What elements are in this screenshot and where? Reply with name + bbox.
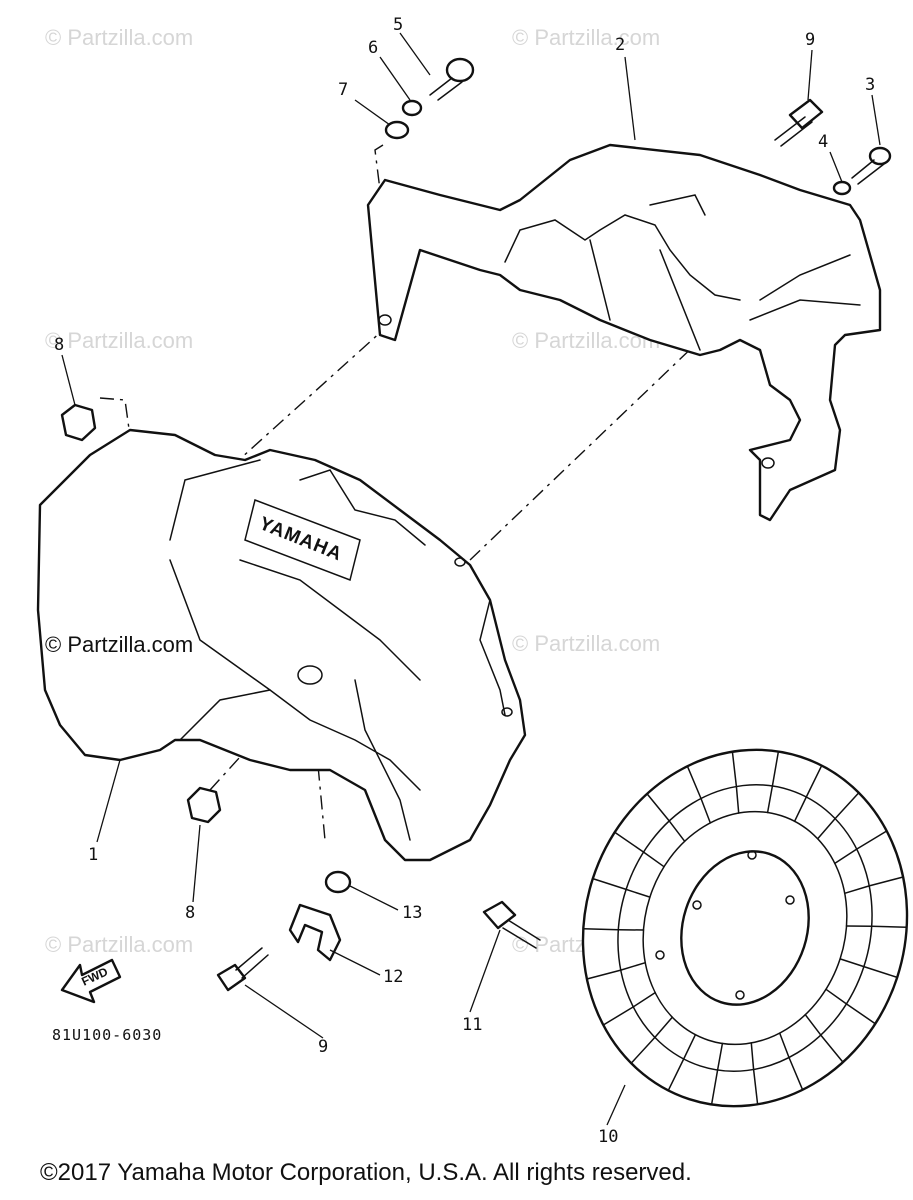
fan-rib <box>716 1042 724 1071</box>
fan-fin <box>868 876 904 887</box>
fan-rib <box>625 888 651 898</box>
fan-rib <box>750 1042 755 1071</box>
fan-rib <box>778 1032 790 1059</box>
callout-8: 8 <box>185 903 195 923</box>
nut-part-8-top <box>60 403 97 442</box>
fan-fin <box>834 792 860 820</box>
upper-shroud-part-2 <box>366 143 882 522</box>
fan-fin <box>646 793 670 822</box>
callout-12: 12 <box>383 967 403 987</box>
fan-rib <box>839 958 865 968</box>
fan-rib <box>804 1013 822 1036</box>
forward-direction-arrow: FWD <box>60 958 122 1004</box>
callout-1: 1 <box>88 845 98 865</box>
fan-fin <box>752 1068 759 1106</box>
callout-10: 10 <box>598 1127 618 1147</box>
fan-fin <box>820 1034 844 1063</box>
watermark: © Partzilla.com <box>45 25 193 50</box>
fan-rib <box>735 785 740 814</box>
fan-rib <box>654 1016 674 1039</box>
bolt-part-5 <box>429 57 475 101</box>
fan-rib <box>843 885 870 895</box>
fan-fin <box>592 877 627 891</box>
fan-rib <box>816 817 836 840</box>
callout-4: 4 <box>818 132 828 152</box>
fan-rib <box>632 991 656 1008</box>
fan-fin <box>771 750 780 787</box>
watermark-prominent: © Partzilla.com <box>45 632 193 657</box>
callout-9: 9 <box>318 1037 328 1057</box>
clamp-part-12 <box>288 903 342 962</box>
watermark: © Partzilla.com <box>512 631 660 656</box>
watermark: © Partzilla.com <box>45 328 193 353</box>
callouts: 5 6 7 2 9 3 4 8 1 8 13 12 9 11 10 <box>54 15 875 1147</box>
watermark: © Partzilla.com <box>512 25 660 50</box>
fan-fin <box>667 1058 685 1092</box>
fan-rib <box>668 820 686 843</box>
fan-fin <box>582 928 620 931</box>
callout-8: 8 <box>54 335 64 355</box>
fan-rib <box>682 1033 697 1060</box>
fan-fin <box>586 969 622 980</box>
fan-fin <box>870 925 908 928</box>
callout-2: 2 <box>615 35 625 55</box>
fan-rib <box>834 848 858 865</box>
bolt-part-11 <box>482 900 541 949</box>
fan-fin <box>855 830 888 850</box>
callout-11: 11 <box>462 1015 482 1035</box>
screw-part-3 <box>851 146 892 185</box>
collar-part-13 <box>324 870 352 894</box>
nut-part-8-bottom <box>186 786 222 824</box>
callout-13: 13 <box>402 903 422 923</box>
washer-part-6 <box>401 99 423 117</box>
fan-fin <box>602 1006 635 1026</box>
bolt-part-9-top <box>774 98 824 147</box>
fan-fins <box>582 750 908 1106</box>
fan-rib <box>700 797 712 824</box>
fan-fin <box>710 1069 719 1106</box>
leader-lines <box>61 32 881 1126</box>
callout-9: 9 <box>805 30 815 50</box>
fan-fin <box>630 1036 656 1064</box>
logo-plate <box>244 498 361 582</box>
fan-rib <box>793 796 808 823</box>
washer-part-7 <box>384 120 410 140</box>
lower-shroud-part-1: YAMAHA <box>36 428 527 862</box>
fan-fin <box>788 1056 804 1091</box>
bolt-part-9-bottom <box>216 947 269 992</box>
diagram-code: 81U100-6030 <box>52 1026 162 1044</box>
fan-fin <box>613 831 645 853</box>
fan-fin <box>686 765 702 800</box>
fan-fin <box>863 965 898 979</box>
washer-part-4 <box>832 180 852 196</box>
fan-fin <box>731 750 738 788</box>
fan-rib <box>620 961 647 971</box>
fan-rib <box>642 851 665 868</box>
flywheel-fan-part-10 <box>581 748 909 1108</box>
copyright-notice: ©2017 Yamaha Motor Corporation, U.S.A. A… <box>40 1159 692 1186</box>
callout-6: 6 <box>368 38 378 58</box>
watermark: © Partzilla.com <box>45 932 193 957</box>
callout-7: 7 <box>338 80 348 100</box>
fan-fin <box>845 1003 877 1025</box>
callout-5: 5 <box>393 15 403 35</box>
callout-3: 3 <box>865 75 875 95</box>
fan-fin <box>805 764 823 798</box>
fan-rib <box>766 785 774 814</box>
fan-rib <box>825 988 848 1005</box>
